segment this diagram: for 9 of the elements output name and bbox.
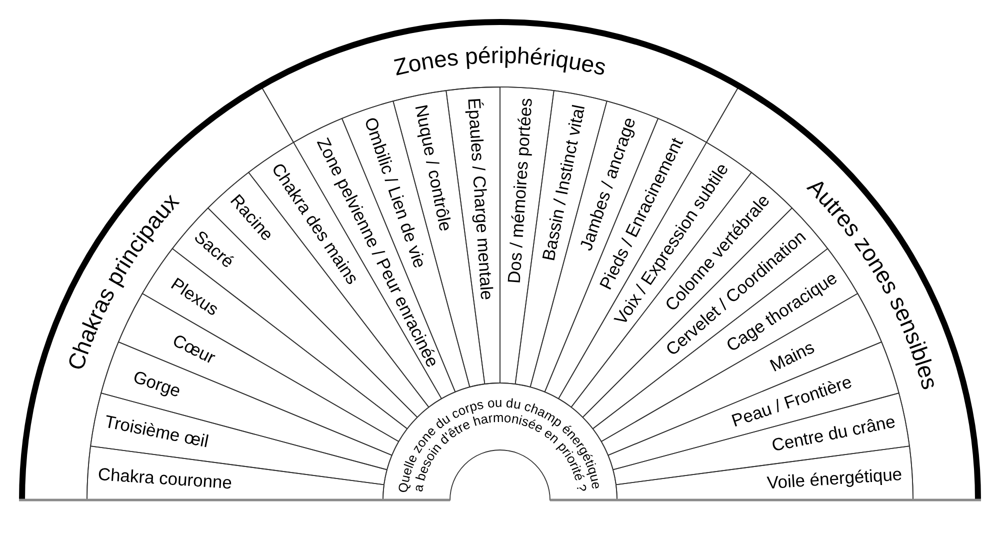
- sector-label: Mains: [766, 336, 818, 376]
- sector-label: Chakra couronne: [97, 464, 232, 492]
- sector-label: Cœur: [170, 330, 219, 368]
- category-label: Zones périphériques: [391, 42, 609, 80]
- sector-label: Gorge: [130, 366, 183, 401]
- sector-label: Troisième œil: [102, 412, 210, 452]
- sector-label: Épaules / Charge mentale: [464, 97, 497, 300]
- sector-label: Dos / mémoires portées: [504, 97, 536, 284]
- sector-label: Voile énergétique: [766, 464, 903, 493]
